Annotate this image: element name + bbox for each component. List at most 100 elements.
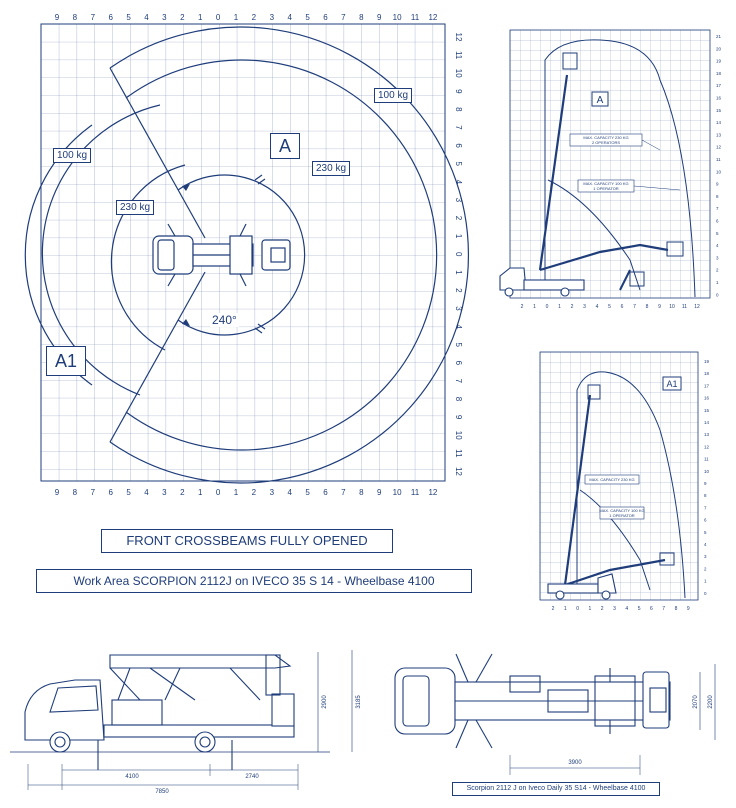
main-x-tick: 7 xyxy=(341,488,346,497)
main-x-tick: 10 xyxy=(393,13,402,22)
chart-a1-y-tick: 14 xyxy=(704,420,710,425)
main-x-tick: 1 xyxy=(234,13,239,22)
chart-a-truck xyxy=(499,267,585,297)
vehicle-side-view xyxy=(10,652,330,790)
chart-a1-x-tick: 6 xyxy=(650,606,653,612)
work-area-title: Work Area SCORPION 2112J on IVECO 35 S 1… xyxy=(36,569,472,593)
main-x-tick: 8 xyxy=(359,13,364,22)
vehicle-top-main xyxy=(152,223,291,287)
angle-label: 240° xyxy=(210,313,239,327)
main-y-tick: 6 xyxy=(454,143,463,148)
main-x-tick: 7 xyxy=(341,13,346,22)
chart-a-y-tick: 20 xyxy=(716,46,722,51)
chart-a-x-tick: 5 xyxy=(608,304,611,310)
chart-a-x-tick: 2 xyxy=(571,304,574,310)
top-view-caption: Scorpion 2112 J on Iveco Daily 35 S14 - … xyxy=(452,782,660,796)
chart-a1-y-tick: 19 xyxy=(704,359,710,364)
crossbeams-title: FRONT CROSSBEAMS FULLY OPENED xyxy=(101,529,393,553)
chart-a-x-tick: 12 xyxy=(694,304,700,310)
chart-a-y-tick: 4 xyxy=(716,243,719,248)
chart-a1-x-tick: 3 xyxy=(613,606,616,612)
chart-a1-y-tick: 1 xyxy=(704,579,707,584)
chart-a1-envelope-inner xyxy=(579,489,651,591)
chart-a-y-tick: 21 xyxy=(716,34,722,39)
zone-a1-label: A1 xyxy=(46,346,86,376)
chart-a-envelope-inner xyxy=(547,179,641,291)
load-230-right: 230 kg xyxy=(312,161,351,176)
main-y-tick: 8 xyxy=(454,107,463,112)
main-x-tick: 1 xyxy=(234,488,239,497)
main-x-tick: 5 xyxy=(305,13,310,22)
dim-wheelbase: 4100 xyxy=(125,774,139,780)
main-y-tick: 8 xyxy=(454,397,463,402)
chart-a-y-tick: 16 xyxy=(716,96,722,101)
main-y-tick: 9 xyxy=(454,89,463,94)
zone-a-label: A xyxy=(270,133,300,159)
chart-a-x-tick: 8 xyxy=(646,304,649,310)
main-x-tick: 5 xyxy=(305,488,310,497)
main-x-tick: 0 xyxy=(216,488,221,497)
main-x-tick: 4 xyxy=(144,488,149,497)
main-x-tick: 6 xyxy=(323,13,328,22)
main-x-tick: 4 xyxy=(144,13,149,22)
load-100-left: 100 kg xyxy=(53,148,92,163)
main-x-tick: 8 xyxy=(73,488,78,497)
chart-a1-x-tick: 8 xyxy=(675,606,678,612)
chart-a-x-tick: 4 xyxy=(596,304,599,310)
chart-a1-y-tick: 7 xyxy=(704,505,707,510)
main-x-tick: 6 xyxy=(323,488,328,497)
chart-a-x-tick: 9 xyxy=(658,304,661,310)
arc-outer-a xyxy=(109,26,469,484)
main-x-tick: 11 xyxy=(411,488,420,497)
load-230-left: 230 kg xyxy=(116,200,155,215)
load-100-right: 100 kg xyxy=(374,88,413,103)
main-x-tick: 2 xyxy=(180,13,185,22)
main-x-tick: 8 xyxy=(73,13,78,22)
chart-a-y-tick: 3 xyxy=(716,255,719,260)
dim-width-right: 2200 xyxy=(708,695,714,709)
chart-a-y-tick: 1 xyxy=(716,280,719,285)
main-x-tick: 9 xyxy=(377,488,382,497)
chart-a1-y-tick: 9 xyxy=(704,481,707,486)
chart-a1-zone-label: A1 xyxy=(666,379,677,389)
chart-a1-x-tick: 5 xyxy=(638,606,641,612)
chart-a1-x-tick: 1 xyxy=(564,606,567,612)
chart-a-y-tick: 11 xyxy=(716,157,721,162)
main-y-tick: 10 xyxy=(454,431,463,440)
chart-a1-y-tick: 8 xyxy=(704,493,707,498)
main-y-tick: 3 xyxy=(454,306,463,311)
chart-a1-y-tick: 12 xyxy=(704,444,710,449)
chart-a-x-tick: 7 xyxy=(633,304,636,310)
main-x-tick: 5 xyxy=(126,488,131,497)
chart-a1-x-tick: 2 xyxy=(552,606,555,612)
chart-a1-truck xyxy=(547,573,617,600)
dim-total: 7850 xyxy=(155,789,169,795)
main-x-tick: 9 xyxy=(55,13,60,22)
main-y-tick: 11 xyxy=(454,51,463,60)
chart-a-y-tick: 8 xyxy=(716,194,719,199)
main-x-tick: 4 xyxy=(287,488,292,497)
chart-a-x-tick: 1 xyxy=(533,304,536,310)
chart-a-x-tick: 10 xyxy=(669,304,675,310)
chart-a-y-tick: 17 xyxy=(716,83,722,88)
main-y-tick: 7 xyxy=(454,125,463,130)
main-x-tick: 9 xyxy=(377,13,382,22)
main-x-tick: 1 xyxy=(198,488,203,497)
chart-a1-y-tick: 5 xyxy=(704,530,707,535)
main-x-tick: 1 xyxy=(198,13,203,22)
arc-inner xyxy=(177,174,306,336)
chart-a1-y-tick: 16 xyxy=(704,396,710,401)
chart-a1-cap-230: MAX. CAPACITY 230 KG xyxy=(589,477,634,482)
main-x-tick: 3 xyxy=(162,488,167,497)
main-x-tick: 0 xyxy=(216,13,221,22)
main-y-tick: 6 xyxy=(454,361,463,366)
